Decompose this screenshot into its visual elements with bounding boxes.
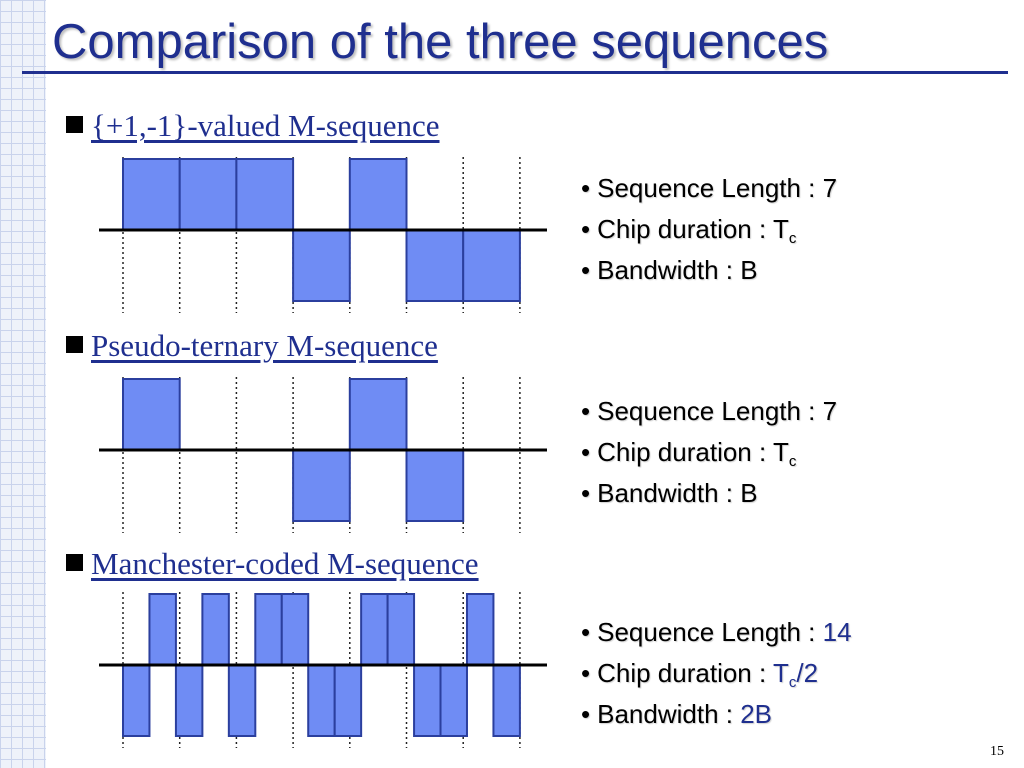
square-bullet-icon <box>66 554 83 571</box>
prop-chip-duration: •Chip duration : Tc/2 <box>581 658 819 691</box>
prop-bandwidth: •Bandwidth : 2B <box>581 699 773 729</box>
title-underline <box>22 71 1008 74</box>
props-binary: •Sequence Length : 7 •Chip duration : Tc… <box>581 168 837 291</box>
chip-bar <box>148 593 177 666</box>
chip-bar <box>333 664 363 737</box>
chip-bar <box>462 229 521 302</box>
prop-bandwidth: •Bandwidth : B <box>581 255 758 285</box>
length-value: 7 <box>822 173 838 203</box>
chip-bar <box>348 158 408 231</box>
props-manchester: •Sequence Length : 14 •Chip duration : T… <box>581 612 852 735</box>
chip-bar <box>201 593 230 666</box>
slide-title: Comparison of the three sequences <box>52 15 829 69</box>
chip-bar <box>348 378 408 451</box>
chip-bar <box>174 664 204 737</box>
chip-bar <box>405 229 465 302</box>
prop-sequence-length: •Sequence Length : 14 <box>581 617 852 647</box>
chip-bar <box>122 378 181 451</box>
page-number: 15 <box>990 744 1004 759</box>
prop-sequence-length: •Sequence Length : 7 <box>581 173 838 203</box>
prop-sequence-length: •Sequence Length : 7 <box>581 396 838 426</box>
side-grid-decoration <box>0 0 46 768</box>
bandwidth-value: B <box>740 255 758 285</box>
bandwidth-value: B <box>740 478 758 508</box>
props-ternary: •Sequence Length : 7 •Chip duration : Tc… <box>581 391 837 514</box>
section-heading-ternary: Pseudo-ternary M-sequence <box>66 328 438 364</box>
waveform-ternary <box>99 377 547 533</box>
chip-bar <box>292 449 351 522</box>
square-bullet-icon <box>66 116 83 133</box>
chip-bar <box>254 593 283 666</box>
length-value: 14 <box>822 617 852 647</box>
prop-chip-duration: •Chip duration : Tc <box>581 437 797 470</box>
square-bullet-icon <box>66 336 83 353</box>
length-value: 7 <box>822 396 838 426</box>
chip-bar <box>280 593 310 666</box>
chip-bar <box>413 664 442 737</box>
section-heading-manchester: Manchester-coded M-sequence <box>66 546 479 582</box>
chip-bar <box>386 593 416 666</box>
chip-bar <box>465 593 495 666</box>
chip-bar <box>492 664 521 737</box>
chip-bar <box>122 158 181 231</box>
chip-bar <box>439 664 468 737</box>
bandwidth-value: 2B <box>740 699 773 729</box>
section-heading-text: {+1,-1}-valued M-sequence <box>91 108 440 143</box>
chip-bar <box>178 158 238 231</box>
chip-bar <box>307 664 336 737</box>
chip-bar <box>360 593 389 666</box>
chip-bar <box>122 664 151 737</box>
section-heading-binary: {+1,-1}-valued M-sequence <box>66 108 440 144</box>
chip-bar <box>235 158 295 231</box>
prop-bandwidth: •Bandwidth : B <box>581 478 758 508</box>
chip-bar <box>292 229 351 302</box>
prop-chip-duration: •Chip duration : Tc <box>581 214 797 247</box>
waveform-binary <box>99 157 547 313</box>
section-heading-text: Manchester-coded M-sequence <box>91 546 479 581</box>
chip-bar <box>405 449 465 522</box>
section-heading-text: Pseudo-ternary M-sequence <box>91 328 438 363</box>
chip-bar <box>227 664 257 737</box>
waveform-manchester <box>99 592 547 748</box>
